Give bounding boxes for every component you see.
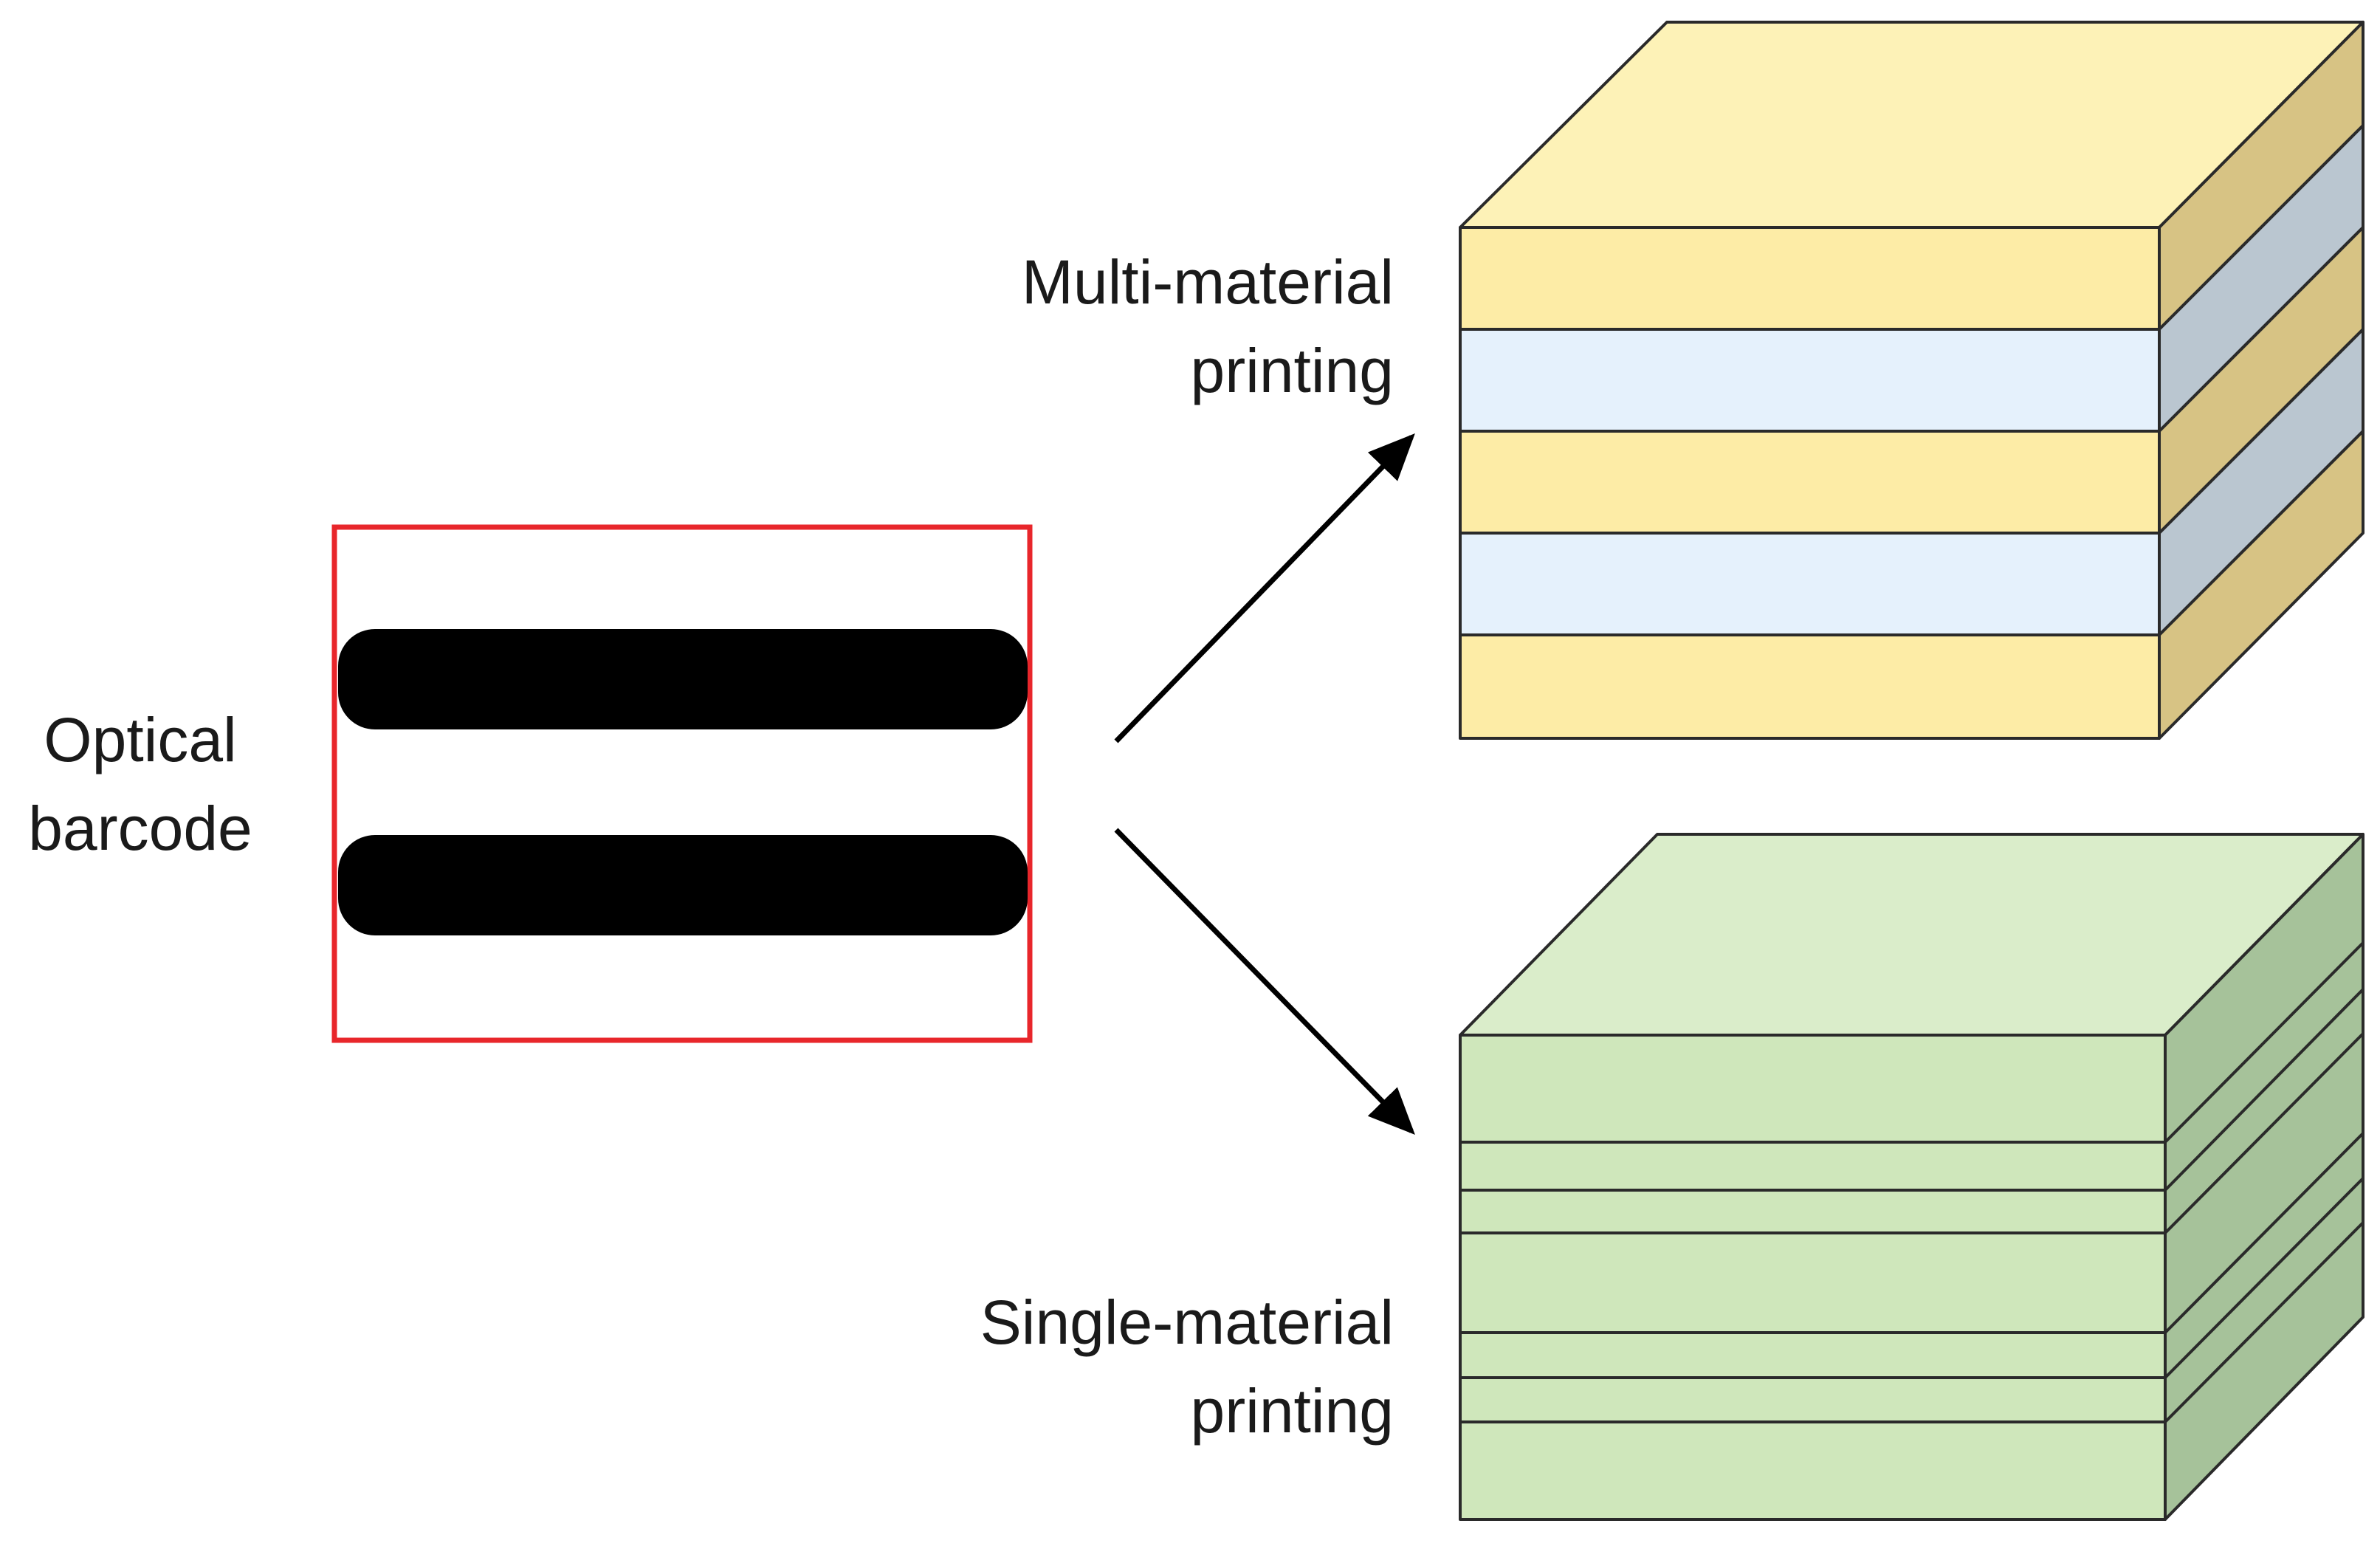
block-front-layer	[1459, 1420, 2167, 1521]
block-front-layer	[1459, 1376, 2167, 1423]
block-side-seam	[2164, 1132, 2364, 1334]
arrow-to-single-material	[1114, 828, 1415, 1135]
block-front-layer	[1459, 226, 2161, 331]
block-front-layer	[1459, 633, 2161, 740]
single-material-label-line2: printing	[1190, 1376, 1394, 1446]
single-material-label-line1: Single-material	[980, 1288, 1394, 1357]
block-front-layer	[1459, 430, 2161, 535]
block-front-layer	[1459, 1331, 2167, 1379]
block-front-layer	[1459, 532, 2161, 636]
barcode-label-line2: barcode	[28, 794, 252, 863]
block-side-seam	[2164, 1177, 2364, 1379]
multi-material-block	[1459, 21, 2364, 740]
barcode-label-line1: Optical	[44, 705, 236, 774]
single-material-block	[1459, 833, 2364, 1521]
arrow-to-multi-material	[1114, 433, 1415, 743]
multi-material-label-line2: printing	[1190, 336, 1394, 405]
block-side-seam	[2164, 941, 2364, 1144]
block-front-layer	[1459, 328, 2161, 433]
barcode-bar	[338, 629, 1028, 729]
multi-material-label-line1: Multi-material	[1022, 247, 1394, 317]
block-front-layer	[1459, 1141, 2167, 1192]
block-front-layer	[1459, 1189, 2167, 1234]
optical-barcode	[331, 524, 1033, 1043]
block-front-layer	[1459, 1034, 2167, 1144]
block-side-seam	[2164, 988, 2364, 1192]
barcode-bar	[338, 835, 1028, 935]
block-front-layer	[1459, 1231, 2167, 1334]
barcode-frame	[331, 524, 1033, 1043]
block-side-seam	[2164, 1032, 2364, 1234]
block-side-seam	[2164, 1221, 2364, 1423]
